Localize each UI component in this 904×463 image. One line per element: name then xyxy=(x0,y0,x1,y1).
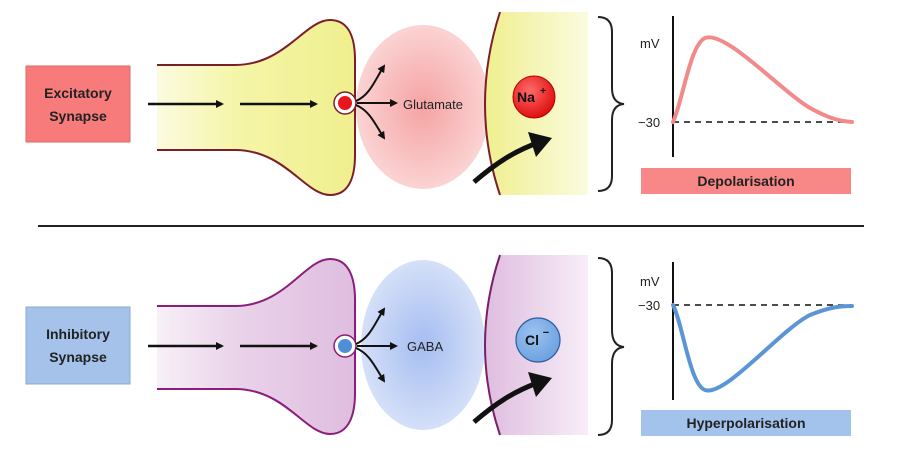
svg-text:+: + xyxy=(540,86,546,97)
svg-text:Hyperpolarisation: Hyperpolarisation xyxy=(686,415,805,431)
graph-ylabel: mV xyxy=(640,36,660,51)
release-arrow xyxy=(355,347,386,383)
release-arrow xyxy=(355,64,386,102)
sodium-ion xyxy=(512,75,556,119)
synaptic-cleft-gaba xyxy=(361,260,485,430)
hyperpolarisation-bar xyxy=(641,410,851,436)
svg-text:Depolarisation: Depolarisation xyxy=(697,173,794,189)
vesicle xyxy=(338,96,352,110)
svg-text:Synapse: Synapse xyxy=(49,349,107,365)
inhibitory-panel: GABA Cl − Inhibitory Synapse mV −30 Hype… xyxy=(25,254,854,436)
svg-text:Cl: Cl xyxy=(525,332,539,348)
threshold-label: −30 xyxy=(638,115,660,130)
svg-text:Excitatory: Excitatory xyxy=(44,85,112,101)
depolarisation-bar xyxy=(641,168,851,194)
brace xyxy=(597,257,625,436)
brace xyxy=(597,16,625,192)
vesicle xyxy=(338,339,352,353)
synaptic-cleft-glutamate xyxy=(356,25,490,189)
graph-ylabel: mV xyxy=(640,274,660,289)
svg-text:−: − xyxy=(543,327,549,339)
presynaptic-terminal xyxy=(157,20,355,195)
chloride-ion xyxy=(515,317,561,363)
depolarisation-trace xyxy=(671,35,854,124)
svg-text:Inhibitory: Inhibitory xyxy=(46,326,110,342)
release-arrow xyxy=(355,104,386,140)
inhibitory-synapse-box xyxy=(25,306,131,385)
svg-text:Synapse: Synapse xyxy=(49,108,107,124)
hyperpolarisation-graph: mV −30 xyxy=(638,262,854,400)
excitatory-synapse-box xyxy=(25,65,131,143)
depolarisation-graph: mV −30 xyxy=(638,16,854,157)
hyperpolarisation-trace xyxy=(671,303,854,393)
threshold-label: −30 xyxy=(638,298,660,313)
excitatory-panel: Glutamate Na + Excitatory Synapse mV −30… xyxy=(25,11,854,197)
neurotransmitter-label: Glutamate xyxy=(403,97,463,112)
release-arrow xyxy=(355,307,386,345)
svg-text:Na: Na xyxy=(517,89,535,105)
neurotransmitter-label: GABA xyxy=(407,339,443,354)
